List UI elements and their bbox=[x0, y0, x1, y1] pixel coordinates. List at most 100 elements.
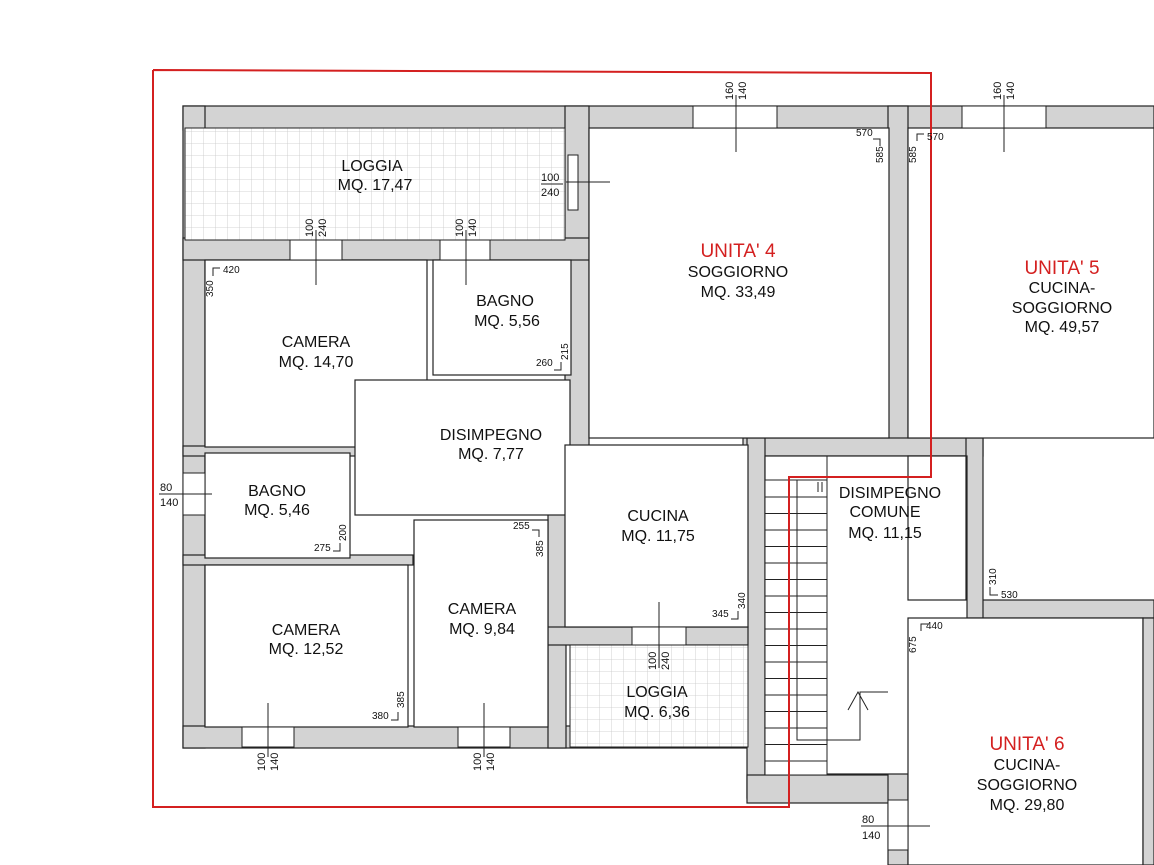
comune-name2: COMUNE bbox=[849, 504, 920, 521]
window-bagno1 bbox=[439, 239, 491, 261]
svg-text:160: 160 bbox=[724, 82, 736, 100]
unit5-area bbox=[907, 127, 1154, 439]
svg-text:240: 240 bbox=[541, 187, 559, 199]
unit5-area: MQ. 49,57 bbox=[1025, 319, 1100, 336]
loggia-bottom-area-text: MQ. 6,36 bbox=[624, 704, 690, 721]
camera2-name: CAMERA bbox=[272, 622, 341, 639]
svg-text:100: 100 bbox=[647, 652, 659, 670]
svg-text:140: 140 bbox=[485, 753, 497, 771]
unit6-area bbox=[907, 617, 1144, 865]
bagno2-area-text: MQ. 5,46 bbox=[244, 502, 310, 519]
svg-text:140: 140 bbox=[1005, 82, 1017, 100]
disimpegno-name: DISIMPEGNO bbox=[440, 427, 542, 444]
cucina-area bbox=[564, 444, 749, 628]
opening-cucina: 100 240 bbox=[647, 652, 672, 670]
opening-loggia-door: 100 240 bbox=[541, 172, 563, 199]
dim-u5-w: 570 bbox=[927, 132, 944, 143]
cucina-name: CUCINA bbox=[627, 508, 689, 525]
loggia-top-area bbox=[184, 127, 566, 241]
dim-camera2-h: 385 bbox=[396, 691, 407, 708]
unit6-room2: SOGGIORNO bbox=[977, 777, 1077, 794]
disimpegno-area-text: MQ. 7,77 bbox=[458, 446, 524, 463]
dim-camera1-h: 350 bbox=[205, 280, 216, 297]
camera3-area bbox=[413, 519, 549, 728]
opening-camera1: 100 240 bbox=[304, 219, 329, 237]
room-labels: LOGGIA MQ. 17,47 UNITA' 4 SOGGIORNO MQ. … bbox=[244, 158, 1112, 814]
opening-top-2: 160 140 bbox=[992, 82, 1017, 100]
bagno1-area bbox=[432, 259, 572, 376]
window-bottom-right bbox=[887, 799, 909, 851]
camera2-area-text: MQ. 12,52 bbox=[269, 641, 344, 658]
opening-bottom-right: 80 140 bbox=[861, 814, 883, 842]
window-top-1 bbox=[692, 105, 778, 129]
dim-u6-w: 440 bbox=[926, 621, 943, 632]
unit4-area: MQ. 33,49 bbox=[701, 284, 776, 301]
soggiorno-area bbox=[588, 127, 890, 439]
rooms bbox=[184, 127, 1154, 865]
dim-camera3-w: 255 bbox=[513, 521, 530, 532]
unit6-label: UNITA' 6 bbox=[989, 734, 1064, 755]
camera3-area-text: MQ. 9,84 bbox=[449, 621, 515, 638]
unit4-room: SOGGIORNO bbox=[688, 264, 788, 281]
opening-bagno1: 100 140 bbox=[454, 219, 479, 237]
bagno1-name: BAGNO bbox=[476, 293, 534, 310]
svg-text:100: 100 bbox=[541, 172, 559, 184]
svg-text:100: 100 bbox=[454, 219, 466, 237]
windows bbox=[176, 95, 1047, 851]
dim-u5-h: 585 bbox=[908, 146, 919, 163]
dim-bagno1-w: 260 bbox=[536, 358, 553, 369]
svg-text:240: 240 bbox=[660, 652, 672, 670]
dim-bagno2-w: 275 bbox=[314, 543, 331, 554]
unit4-label: UNITA' 4 bbox=[700, 241, 775, 262]
loggia-top-area-text: MQ. 17,47 bbox=[338, 177, 413, 194]
bagno2-area bbox=[204, 452, 351, 559]
dim-bagno2-h: 200 bbox=[338, 524, 349, 541]
unit4-boundary bbox=[152, 69, 932, 808]
disimpegno-area bbox=[354, 379, 571, 516]
unit5-room2: SOGGIORNO bbox=[1012, 300, 1112, 317]
camera1-name: CAMERA bbox=[282, 334, 351, 351]
dim-comune-w: 530 bbox=[1001, 590, 1018, 601]
svg-text:140: 140 bbox=[160, 497, 178, 509]
dim-cucina-w: 345 bbox=[712, 609, 729, 620]
opening-left: 80 140 bbox=[159, 482, 181, 509]
comune-lower-area bbox=[907, 455, 967, 601]
unit5-label: UNITA' 5 bbox=[1024, 258, 1099, 279]
svg-text:100: 100 bbox=[256, 753, 268, 771]
bagno1-area-text: MQ. 5,56 bbox=[474, 313, 540, 330]
loggia-top-name: LOGGIA bbox=[341, 158, 403, 175]
comune-area-text: MQ. 11,15 bbox=[848, 525, 922, 542]
unit5-room1: CUCINA- bbox=[1029, 280, 1096, 297]
camera3-name: CAMERA bbox=[448, 601, 517, 618]
unit6-area: MQ. 29,80 bbox=[990, 797, 1065, 814]
bagno2-name: BAGNO bbox=[248, 483, 306, 500]
dim-comune-h: 310 bbox=[988, 568, 999, 585]
svg-text:80: 80 bbox=[862, 814, 874, 826]
loggia-bottom-area bbox=[569, 644, 749, 748]
svg-text:100: 100 bbox=[472, 753, 484, 771]
opening-bottom-2: 100 140 bbox=[472, 753, 497, 771]
dim-soggiorno-h: 585 bbox=[875, 146, 886, 163]
dim-camera2-w: 380 bbox=[372, 711, 389, 722]
svg-text:80: 80 bbox=[160, 482, 172, 494]
unit6-room1: CUCINA- bbox=[994, 757, 1061, 774]
opening-labels: 160 140 160 140 100 240 100 240 100 140 … bbox=[159, 82, 1017, 842]
dim-camera3-h: 385 bbox=[535, 540, 546, 557]
dim-u6-h: 675 bbox=[908, 636, 919, 653]
svg-text:140: 140 bbox=[737, 82, 749, 100]
camera2-area bbox=[204, 564, 409, 728]
opening-bottom-1: 100 140 bbox=[256, 753, 281, 771]
comune-name1: DISIMPEGNO bbox=[839, 485, 941, 502]
svg-text:160: 160 bbox=[992, 82, 1004, 100]
cucina-area-text: MQ. 11,75 bbox=[621, 528, 695, 545]
staircase bbox=[764, 456, 888, 776]
svg-text:140: 140 bbox=[269, 753, 281, 771]
unit6-edge bbox=[1142, 617, 1154, 865]
dim-camera1-w: 420 bbox=[223, 265, 240, 276]
svg-text:140: 140 bbox=[862, 830, 880, 842]
svg-text:240: 240 bbox=[317, 219, 329, 237]
camera1-area-text: MQ. 14,70 bbox=[279, 354, 354, 371]
svg-text:100: 100 bbox=[304, 219, 316, 237]
loggia-bottom-name: LOGGIA bbox=[626, 684, 688, 701]
